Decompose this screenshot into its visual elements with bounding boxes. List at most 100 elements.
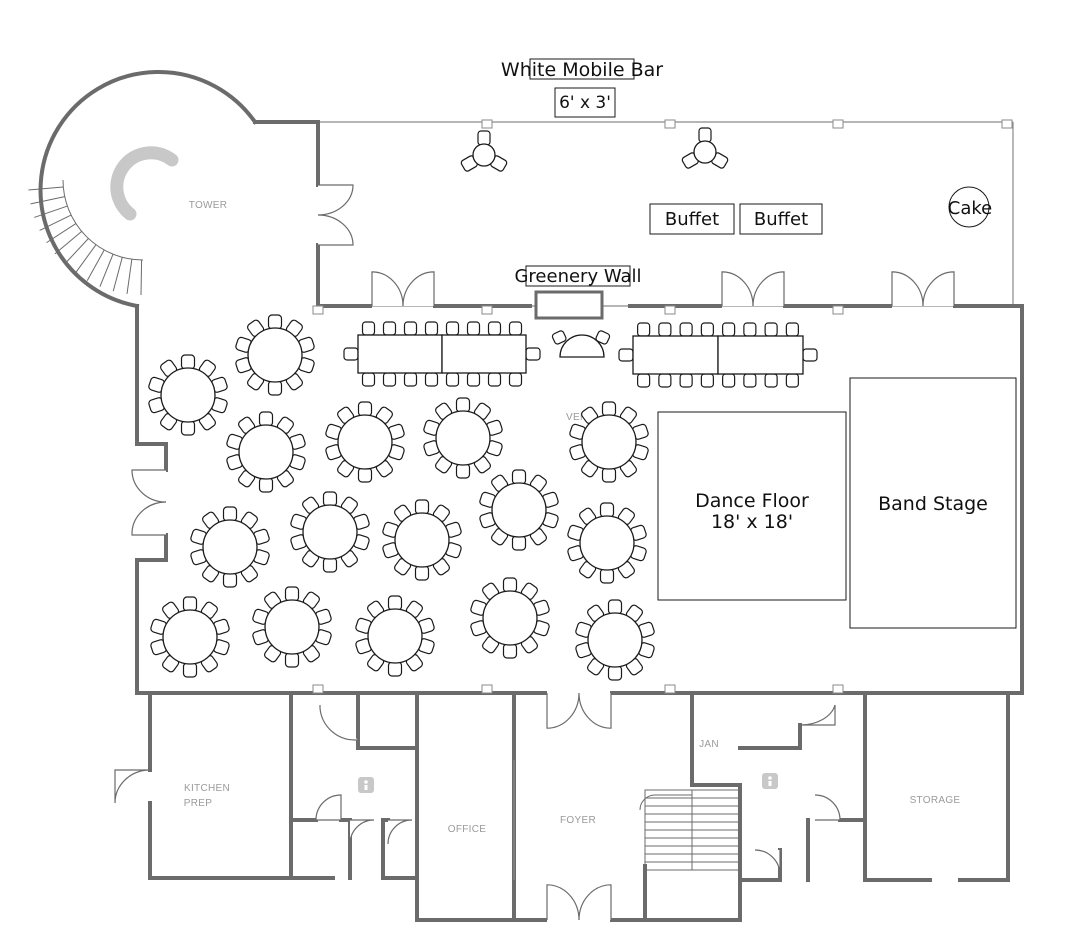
- chair-icon: [387, 661, 403, 677]
- band-stage-rect: [849, 377, 1017, 629]
- chair-icon: [477, 130, 491, 146]
- kitchen-label: KITCHEN: [184, 783, 230, 794]
- buffet-label-2: Buffet: [754, 209, 808, 230]
- round-table: [325, 401, 405, 483]
- round-table: [575, 599, 655, 681]
- restroom-wall-r: [806, 818, 867, 882]
- storage-wall: [863, 691, 1010, 882]
- door-leaf: [922, 271, 955, 307]
- tower: TOWER: [28, 70, 258, 309]
- column-marker: [312, 684, 324, 694]
- round-table: [569, 401, 649, 483]
- chair-icon: [679, 322, 693, 337]
- chair-icon: [599, 568, 615, 584]
- banquet-table-top: [441, 334, 527, 374]
- chair-icon: [698, 127, 712, 143]
- chair-icon: [658, 373, 672, 388]
- lower-rooms: KITCHEN PREP OFFICE FOYER JAN STORAGE: [148, 691, 1010, 922]
- chair-icon: [502, 643, 518, 659]
- chair-icon: [361, 372, 376, 387]
- column-marker: [832, 305, 844, 315]
- dance-floor-rect: [657, 411, 847, 601]
- stair-tread: [86, 249, 105, 281]
- round-table-top: [367, 608, 423, 664]
- chair-icon: [511, 535, 527, 551]
- banquet-row: [618, 322, 818, 388]
- jan-label: JAN: [699, 739, 719, 750]
- round-table-top: [337, 414, 393, 470]
- storage-label: STORAGE: [910, 795, 961, 806]
- greenery-wall: Greenery Wall: [514, 265, 642, 320]
- double-door: [546, 692, 612, 729]
- round-table: [355, 595, 435, 677]
- chair-icon: [722, 322, 736, 337]
- round-table: [252, 586, 332, 668]
- chair-icon: [743, 373, 757, 388]
- chair-icon: [445, 321, 460, 336]
- column-markers: [312, 119, 1013, 694]
- bar-size: 6' x 3': [559, 93, 611, 113]
- chair-icon: [785, 322, 799, 337]
- chair-icon: [343, 347, 359, 361]
- stair-tread: [112, 257, 123, 292]
- dance-floor-size: 18' x 18': [711, 511, 793, 533]
- chair-icon: [424, 372, 439, 387]
- chair-icon: [607, 599, 623, 615]
- chair-icon: [508, 321, 523, 336]
- door-leaf: [546, 692, 580, 729]
- door-leaf: [131, 469, 167, 503]
- column-marker: [481, 119, 493, 129]
- round-table-top: [581, 414, 637, 470]
- chair-icon: [258, 477, 274, 493]
- cake-table: Cake: [948, 186, 992, 228]
- column-marker: [664, 684, 676, 694]
- round-table-top: [264, 599, 320, 655]
- buffet-table-2: [739, 203, 823, 235]
- restroom-wall: [356, 691, 419, 750]
- single-door: [349, 819, 375, 845]
- office-label: OFFICE: [448, 824, 486, 835]
- round-table: [470, 577, 550, 659]
- single-door: [754, 849, 781, 876]
- kitchen-wall: [148, 801, 335, 880]
- restroom-wall-r: [738, 723, 802, 750]
- stair-tread: [39, 214, 72, 231]
- door-leaf: [891, 271, 924, 307]
- double-door: [317, 184, 354, 246]
- round-table: [190, 506, 270, 588]
- chair-icon: [387, 595, 403, 611]
- chair-icon: [743, 322, 757, 337]
- foyer-label: FOYER: [560, 815, 596, 826]
- stair-tread: [54, 231, 83, 255]
- chair-icon: [764, 373, 778, 388]
- stair-tread: [99, 253, 114, 287]
- ven-label: VEN: [566, 412, 587, 423]
- single-door: [315, 794, 342, 821]
- chair-icon: [502, 577, 518, 593]
- chair-icon: [722, 373, 736, 388]
- greenery-label: Greenery Wall: [514, 266, 641, 287]
- bar-outline: [529, 58, 635, 80]
- chair-icon: [182, 662, 198, 678]
- cocktail-table-top: [472, 143, 496, 167]
- banquet-table-top: [632, 335, 719, 375]
- greenery-panel: [534, 290, 604, 320]
- band-stage: Band Stage: [849, 377, 1017, 629]
- door-leaf: [317, 214, 354, 246]
- tower-wall: [38, 70, 258, 309]
- round-table: [479, 469, 559, 551]
- single-door: [814, 794, 841, 821]
- chair-icon: [403, 372, 418, 387]
- dance-floor-label: Dance Floor: [695, 490, 809, 512]
- door-leaf: [721, 271, 754, 307]
- tower-annex-wall: [253, 120, 320, 187]
- chair-icon: [679, 373, 693, 388]
- door-leaf: [371, 271, 404, 307]
- cocktail-table-top: [693, 140, 717, 164]
- cocktail-tables: [460, 127, 729, 172]
- stair-icon: [639, 789, 741, 871]
- banquet-table-top: [717, 335, 804, 375]
- stair-tread: [126, 259, 133, 294]
- round-table: [567, 502, 647, 584]
- bar-size-box: [554, 87, 616, 118]
